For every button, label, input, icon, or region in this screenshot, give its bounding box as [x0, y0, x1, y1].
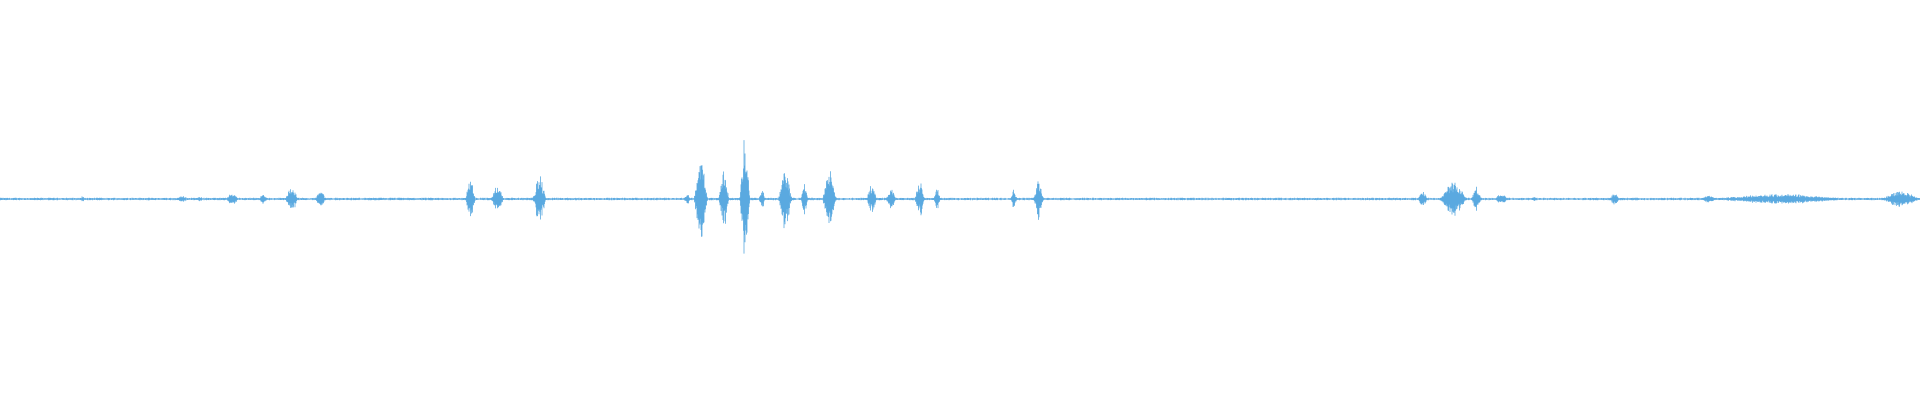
waveform-signal [0, 140, 1920, 254]
